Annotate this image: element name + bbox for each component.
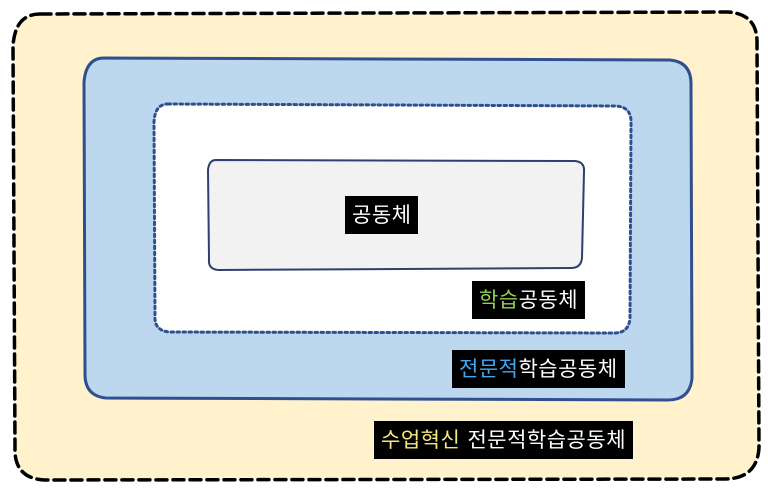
innovation-highlight-text: 수업혁신: [381, 428, 461, 452]
innovation-professional-learning-community-label: 수업혁신 전문적학습공동체: [374, 421, 634, 459]
community-label: 공동체: [345, 196, 419, 234]
learning-rest-text: 공동체: [518, 288, 579, 312]
community-label-text: 공동체: [352, 203, 412, 227]
innovation-rest-text: 전문적학습공동체: [460, 428, 627, 452]
learning-highlight-text: 학습: [479, 288, 519, 312]
professional-highlight-text: 전문적: [459, 357, 519, 381]
professional-rest-text: 학습공동체: [518, 357, 618, 381]
learning-community-label: 학습공동체: [472, 281, 586, 319]
professional-learning-community-label: 전문적학습공동체: [452, 350, 625, 388]
